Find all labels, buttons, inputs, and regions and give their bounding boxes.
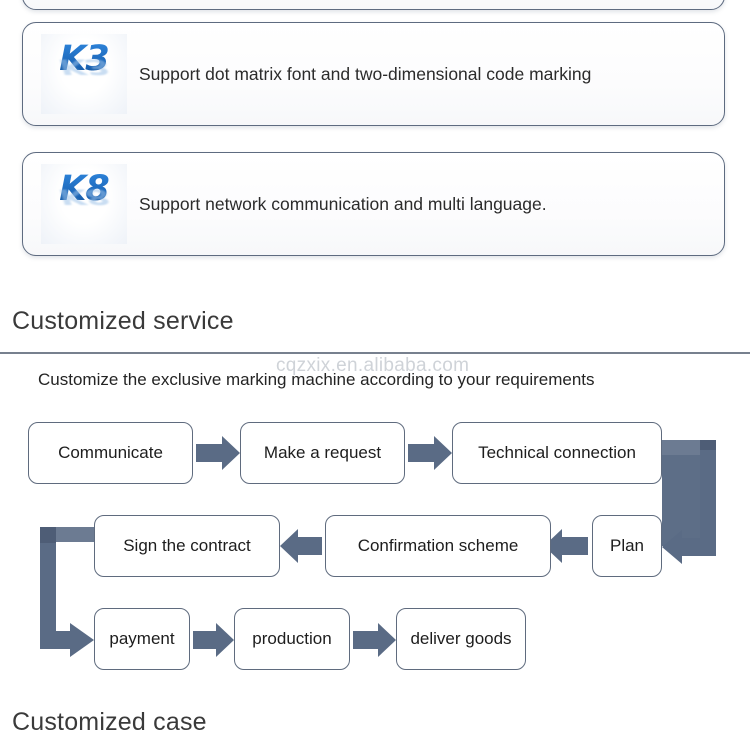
feature-cards-region: K3 K3 Support dot matrix font and two-di…	[0, 0, 750, 290]
feature-card-k3-text: Support dot matrix font and two-dimensio…	[139, 64, 592, 84]
section-heading-customized-case: Customized case	[12, 708, 207, 736]
elbow-right-fill	[700, 450, 716, 550]
elbow-right-horizontal	[662, 440, 716, 455]
flow-step-plan[interactable]: Plan	[592, 515, 662, 577]
arrow-payment-to-production	[193, 623, 234, 657]
feature-card-clipped[interactable]	[22, 0, 725, 10]
section-divider-service	[0, 352, 750, 354]
elbow-left-corner	[40, 527, 56, 543]
service-subtitle: Customize the exclusive marking machine …	[38, 370, 595, 389]
flow-step-deliver-goods[interactable]: deliver goods	[396, 608, 526, 670]
feature-card-k3[interactable]: K3 K3 Support dot matrix font and two-di…	[22, 22, 725, 126]
flow-step-technical-connection[interactable]: Technical connection	[452, 422, 662, 484]
k8-logo-text: K8	[41, 170, 127, 208]
elbow-technical-to-plan	[662, 440, 716, 546]
k8-logo-icon: K8 K8	[41, 164, 127, 244]
arrow-request-to-technical	[408, 436, 452, 470]
k3-logo-icon: K3 K3	[41, 34, 127, 114]
elbow-left-vertical	[40, 527, 56, 639]
flow-step-production[interactable]: production	[234, 608, 350, 670]
k3-logo-reflection: K3	[59, 53, 109, 79]
arrow-production-to-deliver	[353, 623, 396, 657]
arrow-confirmation-to-sign	[280, 529, 322, 563]
flow-step-sign-the-contract[interactable]: Sign the contract	[94, 515, 280, 577]
flow-step-make-a-request[interactable]: Make a request	[240, 422, 405, 484]
flow-step-confirmation-scheme[interactable]: Confirmation scheme	[325, 515, 551, 577]
feature-card-k8[interactable]: K8 K8 Support network communication and …	[22, 152, 725, 256]
arrow-into-payment	[40, 623, 94, 657]
elbow-left-horizontal	[40, 527, 96, 542]
k3-logo-text: K3	[41, 40, 127, 78]
k8-logo-reflection: K8	[59, 183, 109, 209]
flow-step-payment[interactable]: payment	[94, 608, 190, 670]
arrow-communicate-to-request	[196, 436, 240, 470]
section-heading-customized-service: Customized service	[12, 307, 234, 335]
customized-service-flowchart: Communicate Make a request Technical con…	[0, 390, 750, 690]
feature-card-k8-text: Support network communication and multi …	[139, 194, 547, 214]
arrow-into-plan	[662, 530, 716, 564]
elbow-right-vertical	[700, 440, 716, 546]
elbow-right-corner	[700, 440, 716, 456]
flow-step-communicate[interactable]: Communicate	[28, 422, 193, 484]
